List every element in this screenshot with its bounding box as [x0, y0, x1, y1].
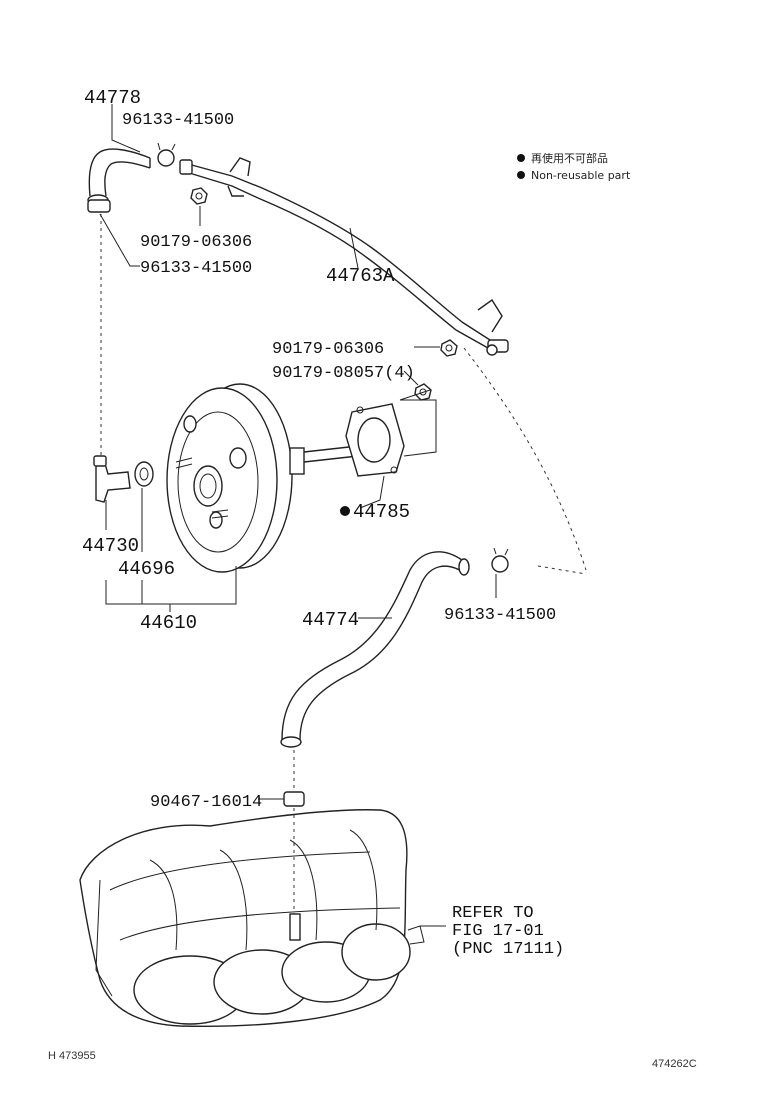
label-44774: 44774: [302, 609, 359, 631]
non-reusable-marker: [340, 506, 350, 516]
label-nut-top: 90179-06306: [140, 233, 252, 252]
legend-text-jp: 再使用不可部品: [531, 151, 608, 165]
label-44730: 44730: [82, 535, 139, 557]
clamp-bottom-drawing: [283, 791, 305, 807]
pipe-44763a-drawing: [179, 157, 509, 356]
brake-booster-drawing: [166, 383, 359, 573]
label-clamp-bottom: 90467-16014: [150, 793, 262, 812]
intake-manifold-drawing: [79, 809, 425, 1027]
hose-44778-drawing: [87, 148, 151, 206]
label-clamp-top: 96133-41500: [122, 111, 234, 130]
legend-text-en: Non-reusable part: [531, 169, 631, 182]
label-refer-3: (PNC 17111): [452, 940, 564, 959]
label-44696: 44696: [118, 558, 175, 580]
footer-left-code: H 473955: [48, 1050, 96, 1062]
leader-lines: [99, 104, 497, 927]
label-44785: 44785: [353, 501, 410, 523]
nut-top-drawing: [190, 187, 208, 205]
hose-44774-drawing: [280, 551, 470, 748]
clamp-top-drawing: [157, 142, 176, 167]
label-nut-right: 90179-06306: [272, 340, 384, 359]
label-nut-4: 90179-08057(4): [272, 364, 415, 383]
label-refer-1: REFER TO: [452, 904, 534, 923]
check-valve-drawing: [93, 455, 131, 503]
legend-bullet-en: [517, 171, 525, 179]
label-44610: 44610: [140, 612, 197, 634]
clamp-right-drawing: [491, 547, 509, 573]
footer-right-code: 474262C: [652, 1058, 697, 1070]
clamp-left-drawing: [87, 199, 111, 213]
label-44778: 44778: [84, 87, 141, 109]
dashed-lines: [100, 214, 587, 914]
gasket-44785-drawing: [345, 389, 437, 477]
label-clamp-left: 96133-41500: [140, 259, 252, 278]
label-44763a: 44763A: [326, 265, 395, 287]
grommet-drawing: [134, 461, 154, 487]
label-clamp-right: 96133-41500: [444, 606, 556, 625]
nut-right-drawing: [440, 339, 458, 357]
label-refer-2: FIG 17-01: [452, 922, 544, 941]
legend-bullet-jp: [517, 154, 525, 162]
